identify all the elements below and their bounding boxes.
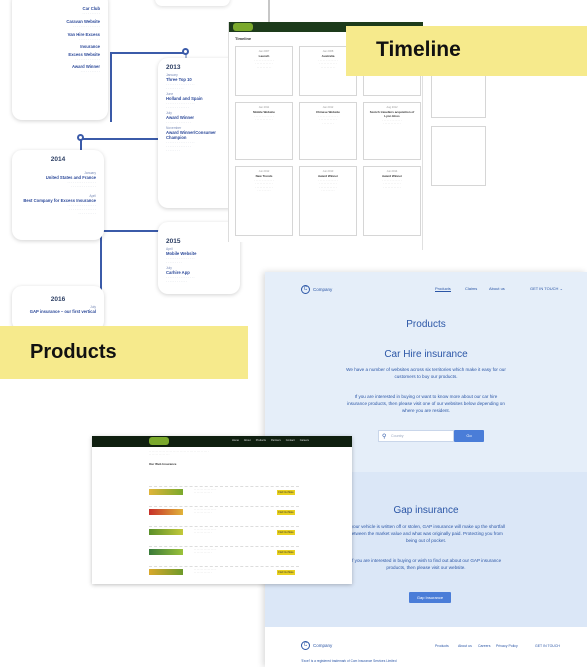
timeline-connector: [80, 138, 170, 140]
product-logo: [149, 569, 183, 575]
timeline-item: Car Club· · · · · · · · · ·: [82, 6, 101, 15]
copyright-logo-icon: C: [301, 285, 310, 294]
grid-header-bar: [229, 22, 423, 32]
nav-claims[interactable]: Claims: [465, 286, 478, 291]
get-in-touch-link[interactable]: GET IN TOUCH ⌄: [530, 286, 563, 291]
find-out-more-button[interactable]: Find Out More: [277, 570, 295, 575]
footer-link-privacy[interactable]: Privacy Policy: [496, 644, 518, 648]
timeline-item-title: Best Company for Excess Insurance: [23, 198, 96, 203]
timeline-item-title: United States and France: [45, 175, 96, 180]
grid-cell: Jun 2014 Award Winner · · · · · · · · · …: [363, 166, 421, 236]
car-hire-body: If you are interested in buying or want …: [347, 394, 505, 413]
year-2013: 2013: [166, 64, 181, 71]
year-2014: 2014: [50, 156, 66, 163]
footer-link-about[interactable]: About us: [458, 644, 472, 648]
go-button[interactable]: Go: [454, 430, 484, 442]
page-title: Products: [406, 319, 446, 330]
gap-insurance-button[interactable]: Gap Insurance: [409, 592, 451, 603]
timeline-connector: [100, 230, 180, 232]
footer-get-in-touch[interactable]: GET IN TOUCH: [535, 644, 560, 648]
legacy-header-bar: Home About Products Partners Contact Car…: [92, 436, 352, 447]
timeline-item-title: Award Winner: [166, 115, 195, 120]
top-nav: C Company Products Claims About us GET I…: [265, 280, 587, 300]
timeline-node: [182, 48, 189, 55]
timeline-node: [77, 134, 84, 141]
timeline-connector: [80, 138, 82, 158]
legacy-product-row: · · · · · · · · · · · · · · · ·· · · · ·…: [149, 546, 299, 558]
timeline-item-title: Carhire App: [166, 270, 190, 275]
grid-cell: Jan 2007 Launch · · · · · · · · · · · · …: [235, 46, 293, 96]
timeline-card-2013: 2013 January Three Top 10 · · · · · · · …: [158, 58, 240, 208]
legacy-product-row: · · · · · · · · · · · · · · · ·· · · · ·…: [149, 566, 299, 578]
gap-title: Gap insurance: [393, 505, 459, 516]
grid-cell: Aug 2012 Scotch travellers acquisition o…: [363, 102, 421, 160]
chevron-down-icon: ⌄: [559, 286, 563, 291]
timeline-item: Insurance: [80, 44, 100, 49]
timeline-card-2016: 2016 July GAP insurance – our first vert…: [12, 286, 104, 331]
legacy-section-title: Our Web Insurance: [149, 462, 177, 466]
timeline-item-title: Mobile Website: [166, 251, 197, 256]
timeline-card-2014: 2014 January United States and France · …: [12, 150, 104, 240]
legacy-website-screenshot: Home About Products Partners Contact Car…: [92, 436, 352, 584]
footer-link-products[interactable]: Products: [435, 644, 449, 648]
gap-body: If you are interested in buying or wish …: [350, 558, 502, 570]
brand[interactable]: C Company: [301, 285, 332, 294]
timeline-item-title: GAP insurance – our first vertical: [29, 309, 96, 314]
legacy-product-row: · · · · · · · · · · · · · · · ·· · · · ·…: [149, 486, 299, 498]
map-pin-icon: ⚲: [382, 434, 387, 440]
car-hire-title: Car Hire insurance: [384, 349, 468, 360]
timeline-item: Van Hire Excess· · · · · · · · · · · ·: [67, 32, 100, 41]
find-out-more-button[interactable]: Find Out More: [277, 530, 295, 535]
timeline-connector: [110, 52, 188, 54]
grid-cell: Jun 2012 New Trends · · · · · · · · · · …: [235, 166, 293, 236]
legacy-nav: Home About Products Partners Contact Car…: [232, 439, 309, 442]
nav-products[interactable]: Products: [435, 286, 451, 292]
copyright-logo-icon: C: [301, 641, 310, 650]
timeline-item-title: Holland and Spain: [166, 96, 203, 101]
brand-logo: [233, 23, 253, 31]
find-out-more-button[interactable]: Find Out More: [277, 550, 295, 555]
timeline-connector: [268, 0, 270, 40]
timeline-item: Excess Website· · · · · · · · · · · · · …: [68, 52, 100, 61]
product-logo: [149, 509, 183, 515]
product-logo: [149, 489, 183, 495]
find-out-more-button[interactable]: Find Out More: [277, 490, 295, 495]
year-2015: 2015: [166, 238, 181, 245]
product-logo: [149, 529, 183, 535]
timeline-item: Award Winner· · · · · · · · · · ·: [71, 64, 100, 73]
footer-link-careers[interactable]: Careers: [478, 644, 491, 648]
legacy-product-row: · · · · · · · · · · · · · · · ·· · · · ·…: [149, 506, 299, 518]
timeline-card-top: Car Club· · · · · · · · · · Caravan Webs…: [12, 0, 108, 120]
footer: C Company Products About us Careers Priv…: [265, 627, 587, 667]
country-select[interactable]: ⚲ Country: [378, 430, 454, 442]
legacy-product-row: · · · · · · · · · · · · · · · ·· · · · ·…: [149, 526, 299, 538]
timeline-connector: [100, 230, 102, 290]
grid-heading: Timeline: [235, 36, 252, 41]
grid-cell: Jan 2011 Mobile Website · · · · · · · · …: [235, 102, 293, 160]
nav-about[interactable]: About us: [489, 286, 505, 291]
timeline-item-title: Award Winner/Consumer Champion: [166, 130, 216, 140]
timeline-label: Timeline: [346, 26, 587, 76]
grid-cell: Jan 2012 Chinese Website · · · · · · · ·…: [299, 102, 357, 160]
products-label: Products: [0, 326, 248, 379]
brand-logo: [149, 437, 169, 445]
find-out-more-button[interactable]: Find Out More: [277, 510, 295, 515]
timeline-item: Caravan Website· · · · · · · · · · · · ·…: [66, 19, 100, 28]
legacy-intro: · · · · · · · · · · · · · · · · · · · · …: [149, 451, 209, 456]
gap-lead: If your vehicle is written off or stolen…: [347, 524, 505, 543]
timeline-item-title: Three Top 10: [166, 77, 192, 82]
timeline-card-2015: 2015 April Mobile Website · · · · · · · …: [158, 222, 240, 294]
product-logo: [149, 549, 183, 555]
year-2016: 2016: [50, 296, 66, 303]
timeline-connector: [110, 52, 112, 122]
legal-text: 'Excel' is a registered trademark of Com…: [301, 659, 397, 663]
car-hire-lead: We have a number of websites across six …: [346, 367, 506, 379]
grid-cell: Jun 2013 Award Winner · · · · · · · · · …: [299, 166, 357, 236]
timeline-card-faded: [155, 0, 230, 6]
footer-brand[interactable]: C Company: [301, 641, 332, 650]
